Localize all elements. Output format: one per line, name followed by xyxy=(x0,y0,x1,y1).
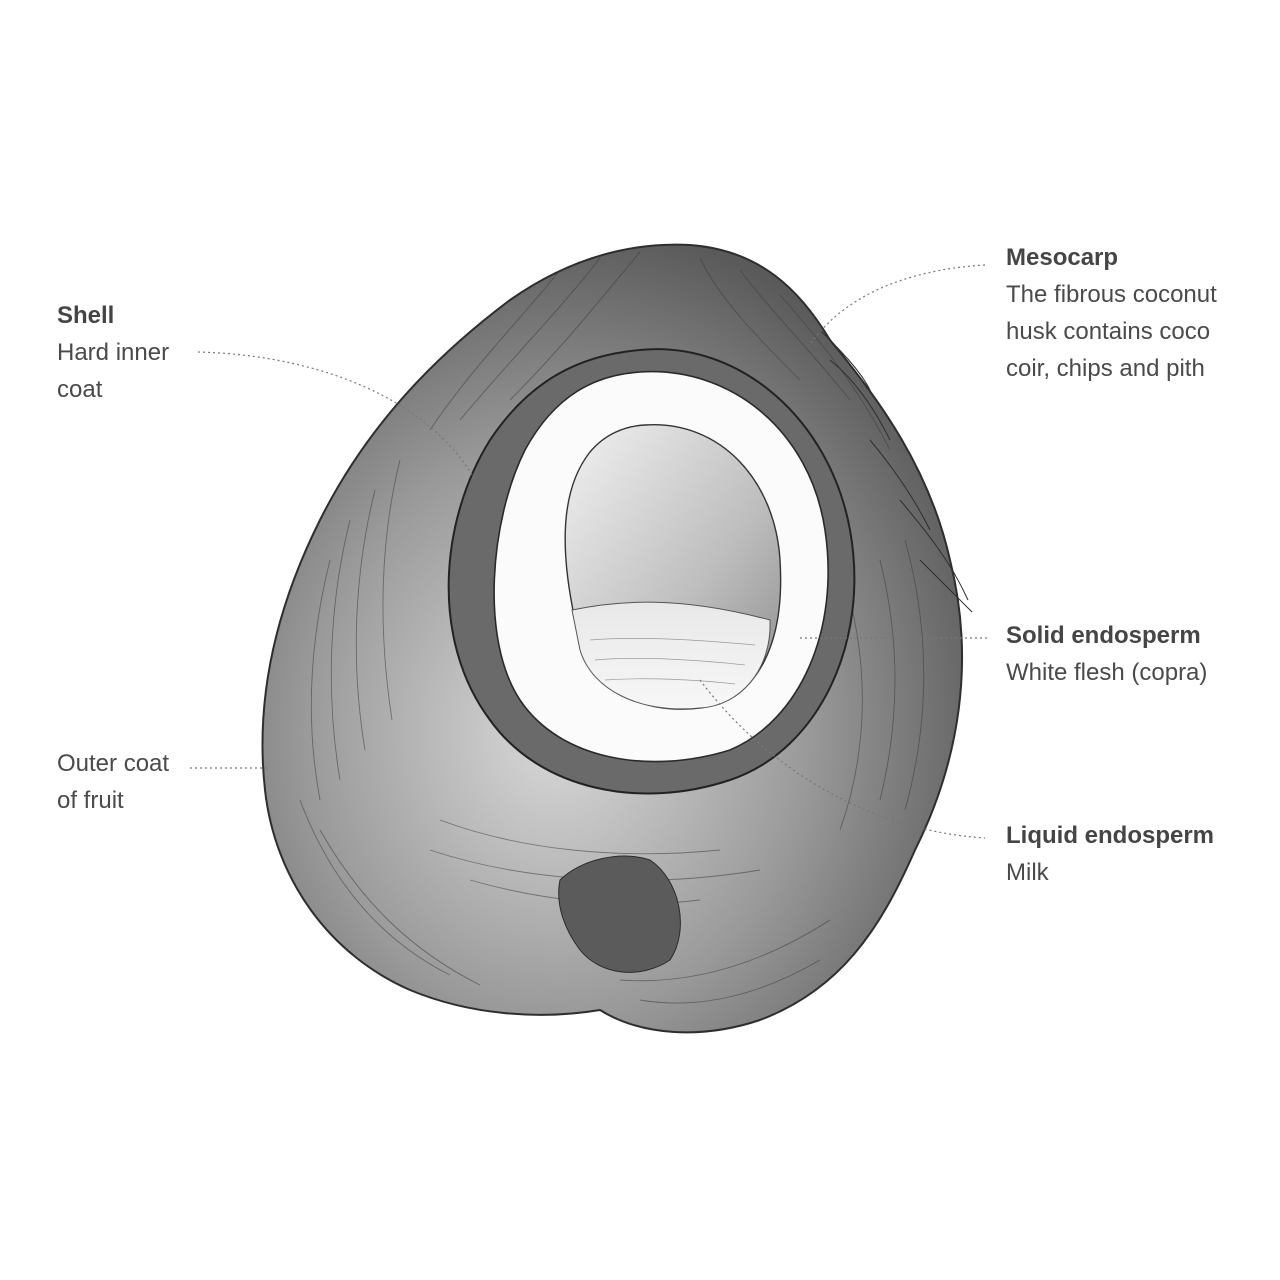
liquid-endosperm-label: Liquid endosperm Milk xyxy=(1006,817,1214,891)
leader-shell xyxy=(197,351,476,481)
shell-desc-line-2: coat xyxy=(57,376,103,403)
leader-lines xyxy=(190,264,990,839)
outer-coat-line-1: Outer coat xyxy=(57,750,170,777)
leader-liquid-endosperm xyxy=(699,679,986,839)
mesocarp-fibers xyxy=(819,329,973,613)
leader-mesocarp xyxy=(809,264,986,346)
liquid-endosperm-title: Liquid endosperm xyxy=(1006,822,1215,849)
mesocarp-desc-line-3: coir, chips and pith xyxy=(1006,355,1205,382)
shell-desc-line-1: Hard inner xyxy=(57,339,170,366)
solid-endosperm-title: Solid endosperm xyxy=(1006,622,1201,649)
shell-title: Shell xyxy=(57,302,115,329)
bottom-tuft xyxy=(558,855,681,973)
mesocarp-desc-line-2: husk contains coco xyxy=(1006,318,1211,345)
mesocarp-label: Mesocarp The fibrous coconut husk contai… xyxy=(1006,239,1217,387)
husk-fibers xyxy=(299,251,925,1004)
solid-endosperm-desc: White flesh (copra) xyxy=(1006,659,1208,686)
mesocarp-desc-line-1: The fibrous coconut xyxy=(1006,281,1217,308)
outer-coat-line-2: of fruit xyxy=(57,787,124,814)
liquid-endosperm-desc: Milk xyxy=(1006,859,1049,886)
outer-coat-label: Outer coat of fruit xyxy=(57,745,169,819)
solid-endosperm-label: Solid endosperm White flesh (copra) xyxy=(1006,617,1207,691)
shell-label: Shell Hard inner coat xyxy=(57,297,169,408)
mesocarp-title: Mesocarp xyxy=(1006,244,1119,271)
